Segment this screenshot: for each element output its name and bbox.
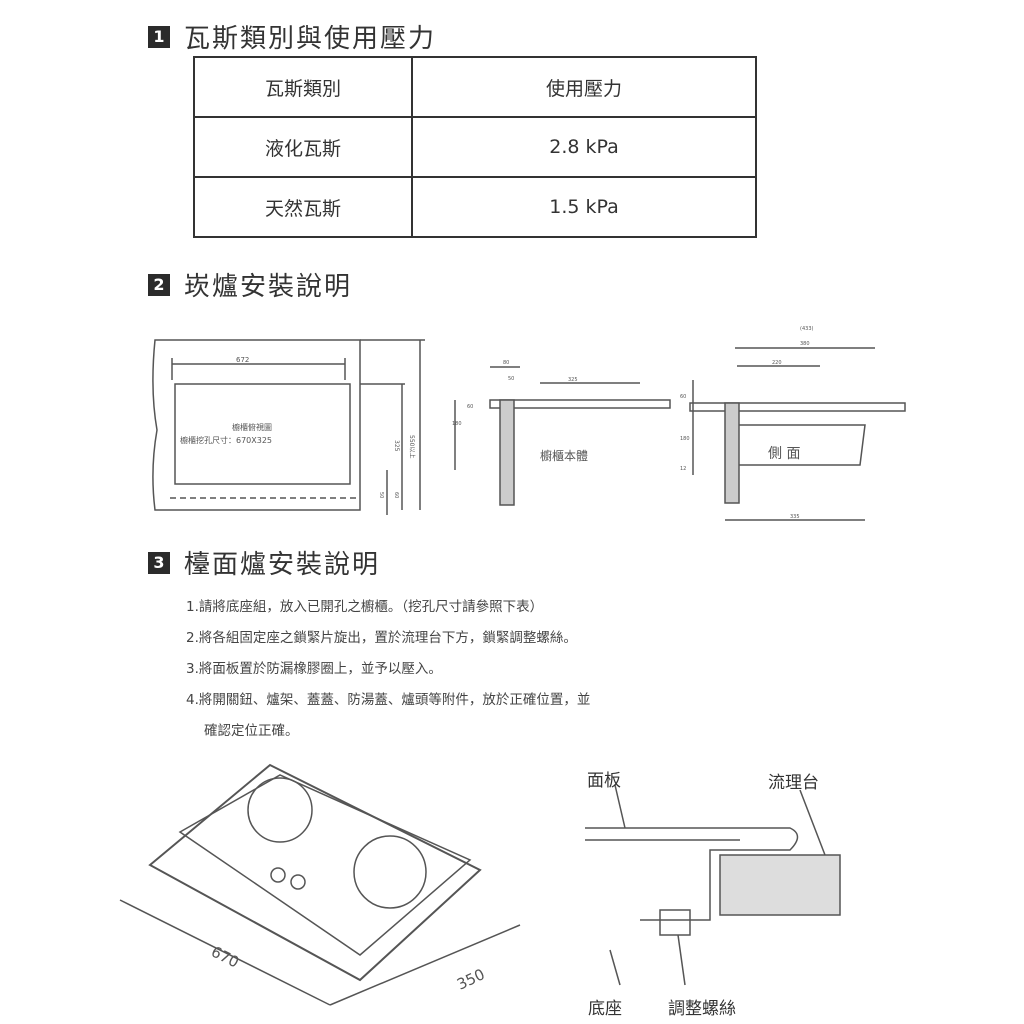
step-item: 2.將各組固定座之鎖緊片旋出，置於流理台下方，鎖緊調整螺絲。: [186, 630, 577, 646]
dim-label: 80: [503, 360, 509, 366]
section-number: 2: [148, 273, 170, 296]
table-cell: 1.5 kPa: [411, 176, 757, 238]
section-title: 檯面爐安裝說明: [184, 550, 381, 580]
dim-label: 350: [454, 965, 488, 993]
burner-icon: [353, 835, 427, 909]
dim-label: 380: [800, 341, 810, 347]
section-number: 1: [148, 25, 170, 48]
dim-label: 12: [680, 466, 686, 472]
dim-label: 50: [378, 492, 384, 498]
section-title: 崁爐安裝說明: [184, 272, 353, 302]
dim-label: 180: [680, 436, 690, 442]
table-cell: 液化瓦斯: [193, 116, 413, 178]
dim-label: 60: [393, 492, 399, 498]
dim-label: 60: [680, 394, 686, 400]
installation-detail: [585, 784, 841, 986]
knob-icon: [290, 874, 306, 890]
top-view-caption: 櫥櫃俯視圖: [232, 422, 272, 432]
burner-icon: [247, 777, 313, 843]
section3-heading: 3 檯面爐安裝說明: [148, 544, 380, 581]
section-number: 3: [148, 551, 170, 574]
dim-label: 325: [393, 440, 400, 452]
dim-label: 50: [508, 376, 514, 382]
step-item: 確認定位正確。: [204, 723, 299, 739]
cabinet-section-view: 80 50 325 60 180 櫥櫃本體: [452, 360, 671, 506]
dim-label: 670: [208, 943, 242, 972]
table-cell: 天然瓦斯: [193, 176, 413, 238]
cabinet-body-label: 櫥櫃本體: [540, 448, 588, 463]
section2-heading: 2 崁爐安裝說明: [148, 266, 352, 303]
step-item: 1.請將底座組，放入已開孔之櫥櫃。（挖孔尺寸請參照下表）: [186, 599, 544, 615]
dim-label: 335: [790, 514, 800, 520]
base-label: 底座: [588, 999, 622, 1019]
cabinet-top-view: 672 櫥櫃俯視圖 櫥櫃挖孔尺寸：670X325 325 550以上 50 60: [152, 339, 425, 515]
dim-label: 220: [772, 360, 782, 366]
side-view-label: 側 面: [768, 446, 800, 462]
stove-illustration: 670 350: [119, 763, 521, 1006]
dim-label: (433): [800, 326, 813, 332]
screw-label: 調整螺絲: [668, 999, 736, 1019]
counter-label: 流理台: [768, 773, 819, 793]
knob-icon: [270, 867, 286, 883]
panel-label: 面板: [587, 771, 621, 791]
dim-label: 180: [452, 421, 462, 427]
step-item: 4.將開關鈕、爐架、蓋蓋、防湯蓋、爐頭等附件，放於正確位置，並: [186, 692, 591, 708]
dim-label: 60: [467, 404, 473, 410]
dim-label: 325: [568, 377, 578, 383]
dim-label: 672: [236, 356, 249, 364]
section-title: 瓦斯類別與使用壓力: [184, 24, 437, 54]
table-header-row: 瓦斯類別使用壓力: [193, 56, 757, 118]
installation-steps: 1.請將底座組，放入已開孔之櫥櫃。（挖孔尺寸請參照下表） 2.將各組固定座之鎖緊…: [186, 592, 590, 747]
dim-label: 550以上: [408, 435, 416, 458]
step-item: 3.將面板置於防漏橡膠圈上，並予以壓入。: [186, 661, 442, 677]
side-view: (433) 380 220 60 180 12 335 側 面: [680, 326, 906, 521]
table-header: 使用壓力: [411, 56, 757, 118]
table-header: 瓦斯類別: [193, 56, 413, 118]
table-cell: 2.8 kPa: [411, 116, 757, 178]
cutout-size-caption: 櫥櫃挖孔尺寸：670X325: [180, 435, 272, 445]
section1-heading: 1 瓦斯類別與使用壓力: [148, 18, 436, 55]
